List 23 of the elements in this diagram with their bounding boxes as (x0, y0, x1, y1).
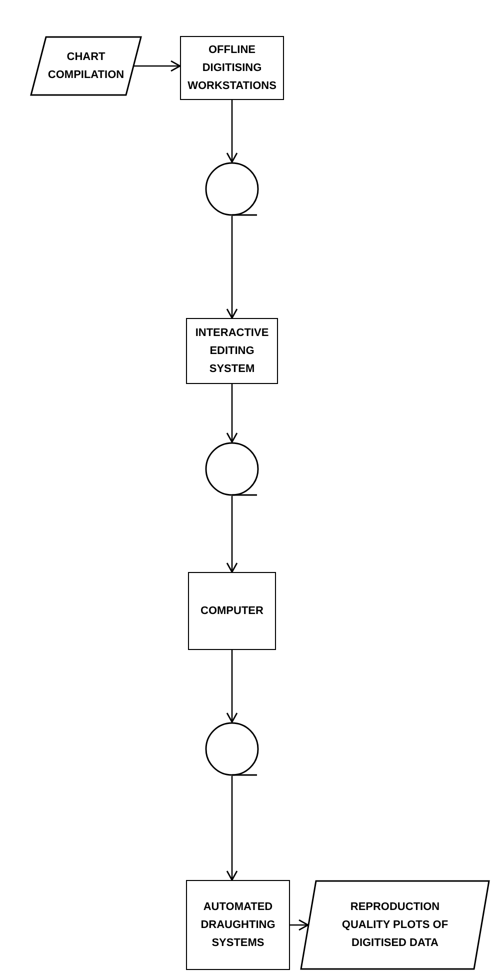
node-label: REPRODUCTION QUALITY PLOTS OF DIGITISED DATA (340, 900, 450, 951)
tape-circle (205, 442, 259, 496)
process-box (186, 880, 290, 970)
node-label: AUTOMATED DRAUGHTING SYSTEMS (200, 900, 276, 951)
process-box (186, 318, 278, 384)
data-parallelogram (300, 880, 490, 970)
arrow (134, 60, 181, 72)
tape-circle (205, 722, 259, 776)
tape-circle (205, 162, 259, 216)
node-label: CHART COMPILATION (46, 50, 126, 83)
process-box (180, 36, 284, 100)
arrow (226, 384, 238, 443)
node-label: OFFLINE DIGITISING WORKSTATIONS (186, 43, 278, 94)
arrow (226, 216, 238, 319)
node-label: INTERACTIVE EDITING SYSTEM (194, 326, 270, 377)
node-label: COMPUTER (200, 604, 264, 619)
process-box (188, 572, 276, 650)
arrow (290, 919, 309, 931)
arrow (226, 650, 238, 723)
arrow (226, 100, 238, 163)
arrow (226, 496, 238, 573)
data-parallelogram (30, 36, 142, 96)
arrow (226, 776, 238, 881)
